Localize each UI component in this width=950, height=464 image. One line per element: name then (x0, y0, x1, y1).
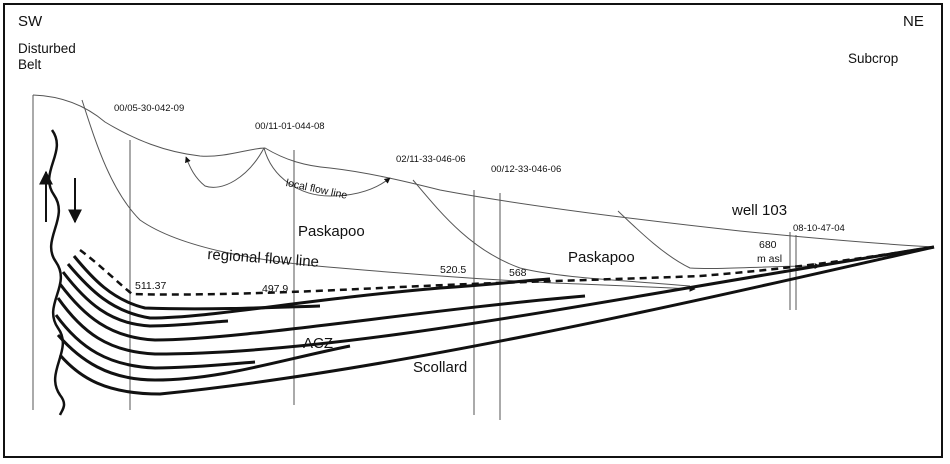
elevation-568: 568 (509, 267, 527, 279)
belt-label: Belt (18, 57, 42, 72)
disturbed-label: Disturbed (18, 41, 76, 56)
stratum-line-3 (61, 271, 229, 328)
stratum-line-7 (56, 334, 351, 382)
scollard-label: Scollard (413, 359, 468, 376)
subcrop-label: Subcrop (848, 51, 899, 66)
discharge-curve-1 (412, 179, 691, 287)
stratum-line-8 (58, 245, 935, 396)
acz-label: ACZ (303, 335, 333, 352)
elevation-unit: m asl (757, 253, 783, 265)
diagram-frame (3, 3, 943, 458)
local-flow-cell-left (185, 147, 265, 188)
well-label-3: 02/11-33-046-06 (396, 154, 466, 165)
elevation-511: 511.37 (135, 280, 167, 292)
well-label-5: 08-10-47-04 (793, 223, 845, 234)
stratum-line-5 (56, 245, 935, 356)
elevation-497: 497.9 (262, 283, 289, 295)
regional-flow-line (81, 99, 696, 292)
well-label-1: 00/05-30-042-09 (114, 103, 185, 114)
disturbed-belt-fault (47, 129, 66, 416)
ground-surface-line (32, 94, 935, 248)
paskapoo-right-label: Paskapoo (568, 249, 635, 266)
elevation-680: 680 (759, 239, 777, 251)
water-table-dashed (79, 245, 935, 296)
well-103-label: well 103 (732, 202, 788, 219)
local-flow-cell-right (263, 147, 391, 197)
sw-label: SW (18, 13, 43, 30)
elevation-520: 520.5 (440, 264, 467, 276)
stratum-line-6 (54, 314, 256, 370)
discharge-curve-2 (617, 210, 821, 270)
well-label-2: 00/11-01-044-08 (255, 121, 325, 132)
ne-label: NE (903, 13, 924, 30)
well-label-4: 00/12-33-046-06 (491, 164, 562, 175)
paskapoo-left-label: Paskapoo (298, 223, 365, 240)
stratum-line-4 (58, 283, 586, 342)
stratum-line-2 (66, 263, 551, 320)
